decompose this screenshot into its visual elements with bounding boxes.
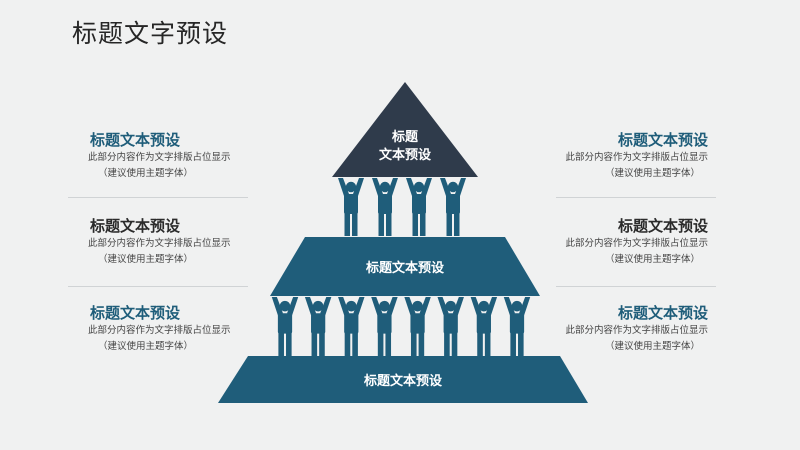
right-item-2-heading: 标题文本预设 xyxy=(617,217,708,235)
left-item-2-desc: 此部分内容作为文字排版占位显示 xyxy=(88,238,231,249)
left-item-1-note: （建议使用主题字体） xyxy=(98,168,194,179)
person-figure-10 xyxy=(437,297,464,356)
person-figure-2 xyxy=(372,178,398,236)
top-tier-label-line1: 标题 xyxy=(391,129,419,145)
person-figure-1 xyxy=(338,178,364,236)
slide-title: 标题文字预设 xyxy=(72,19,229,48)
person-figure-4 xyxy=(440,178,466,236)
person-figure-5 xyxy=(271,297,299,356)
left-item-1-desc: 此部分内容作为文字排版占位显示 xyxy=(88,152,231,163)
left-item-3-desc: 此部分内容作为文字排版占位显示 xyxy=(88,325,231,336)
left-item-3-heading: 标题文本预设 xyxy=(90,304,181,322)
person-figure-6 xyxy=(304,297,332,356)
left-divider-2 xyxy=(68,286,248,287)
pyramid-top-tier xyxy=(332,82,478,177)
right-item-1-desc: 此部分内容作为文字排版占位显示 xyxy=(565,152,708,163)
people-row-top xyxy=(338,178,466,236)
right-item-3-note: （建议使用主题字体） xyxy=(604,341,700,352)
right-item-1-heading: 标题文本预设 xyxy=(617,131,708,149)
person-figure-7 xyxy=(338,297,365,356)
person-figure-11 xyxy=(470,297,498,356)
right-item-3: 标题文本预设 此部分内容作为文字排版占位显示 （建议使用主题字体） xyxy=(548,303,708,355)
left-item-3-note: （建议使用主题字体） xyxy=(98,341,194,352)
left-item-1-heading: 标题文本预设 xyxy=(90,131,181,149)
person-figure-12 xyxy=(503,297,531,356)
left-item-2-heading: 标题文本预设 xyxy=(90,217,181,235)
middle-tier-label: 标题文本预设 xyxy=(365,260,445,276)
people-row-bottom xyxy=(271,297,531,356)
right-item-2-desc: 此部分内容作为文字排版占位显示 xyxy=(565,238,708,249)
right-item-3-heading: 标题文本预设 xyxy=(617,304,708,322)
left-item-3: 标题文本预设 此部分内容作为文字排版占位显示 （建议使用主题字体） xyxy=(88,303,250,355)
person-figure-3 xyxy=(406,178,432,236)
right-item-1: 标题文本预设 此部分内容作为文字排版占位显示 （建议使用主题字体） xyxy=(548,130,708,182)
person-figure-8 xyxy=(371,297,398,356)
right-divider-2 xyxy=(556,286,716,287)
left-item-2: 标题文本预设 此部分内容作为文字排版占位显示 （建议使用主题字体） xyxy=(88,216,250,268)
left-divider-1 xyxy=(68,197,248,198)
right-item-3-desc: 此部分内容作为文字排版占位显示 xyxy=(565,325,708,336)
pyramid-bottom-tier xyxy=(218,356,588,403)
left-item-1: 标题文本预设 此部分内容作为文字排版占位显示 （建议使用主题字体） xyxy=(88,130,250,182)
pyramid-middle-tier xyxy=(270,237,540,296)
right-divider-1 xyxy=(556,197,716,198)
right-item-2-note: （建议使用主题字体） xyxy=(604,254,700,265)
top-tier-label-line2: 文本预设 xyxy=(379,147,432,163)
person-figure-9 xyxy=(404,297,431,356)
right-item-2: 标题文本预设 此部分内容作为文字排版占位显示 （建议使用主题字体） xyxy=(548,216,708,268)
left-item-2-note: （建议使用主题字体） xyxy=(98,254,194,265)
bottom-tier-label: 标题文本预设 xyxy=(363,373,443,389)
right-item-1-note: （建议使用主题字体） xyxy=(604,168,700,179)
